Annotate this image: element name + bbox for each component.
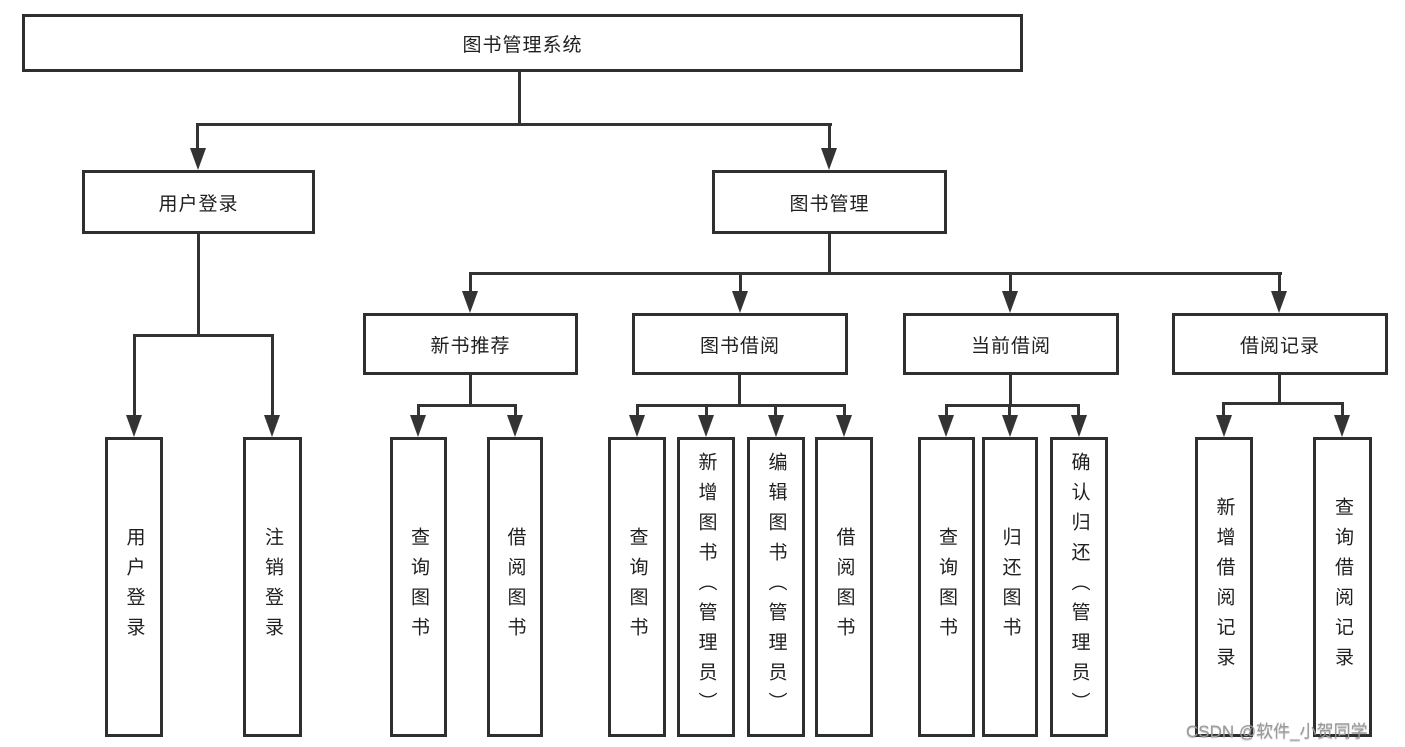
arrow-down-icon (1002, 415, 1018, 437)
connector-vline (636, 404, 639, 417)
leaf-confirm-return-admin: 确认归还（管理员） (1050, 437, 1108, 737)
leaf-add-borrow-record: 新增借阅记录 (1195, 437, 1253, 737)
connector-vline (271, 334, 274, 417)
connector-vline (1278, 272, 1281, 294)
csdn-watermark: CSDN @软件_小贺同学 (1186, 722, 1368, 741)
connector-vline (1009, 375, 1012, 406)
connector-hline (945, 404, 1080, 407)
leaf-label: 查询借阅记录 (1332, 497, 1353, 677)
node-library-system: 图书管理系统 (22, 14, 1023, 72)
node-label: 用户登录 (158, 193, 239, 215)
connector-hline (196, 123, 832, 126)
node-label: 图书借阅 (699, 335, 780, 357)
connector-vline (738, 375, 741, 406)
node-label: 图书管理 (789, 193, 870, 215)
node-new-book-recommend: 新书推荐 (363, 313, 578, 375)
leaf-label: 归还图书 (999, 527, 1021, 647)
connector-vline (1222, 402, 1225, 417)
connector-hline (417, 404, 517, 407)
connector-vline (1341, 402, 1344, 417)
connector-hline (469, 272, 1282, 275)
connector-vline (197, 234, 200, 337)
node-book-borrow: 图书借阅 (632, 313, 848, 375)
leaf-borrow-books-recommend: 借阅图书 (487, 437, 543, 737)
connector-vline (705, 404, 708, 417)
connector-hline (133, 334, 273, 337)
arrow-down-icon (126, 415, 142, 437)
leaf-logout: 注销登录 (243, 437, 302, 737)
node-label: 借阅记录 (1239, 335, 1320, 357)
connector-hline (636, 404, 845, 407)
arrow-down-icon (1002, 291, 1018, 313)
connector-vline (1278, 375, 1281, 404)
node-label: 新书推荐 (430, 335, 511, 357)
leaf-label: 借阅图书 (504, 527, 526, 647)
connector-vline (514, 404, 517, 417)
arrow-down-icon (264, 415, 280, 437)
leaf-borrow-books: 借阅图书 (815, 437, 873, 737)
connector-vline (469, 375, 472, 406)
connector-vline (196, 123, 199, 150)
leaf-label: 借阅图书 (833, 527, 855, 647)
leaf-query-borrow-record: 查询借阅记录 (1313, 437, 1372, 737)
leaf-label: 查询图书 (626, 527, 648, 647)
arrow-down-icon (938, 415, 954, 437)
leaf-label: 注销登录 (262, 527, 283, 647)
node-current-borrow: 当前借阅 (903, 313, 1119, 375)
leaf-query-books-borrow: 查询图书 (608, 437, 666, 737)
connector-vline (945, 404, 948, 417)
arrow-down-icon (462, 291, 478, 313)
leaf-user-login: 用户登录 (105, 437, 163, 737)
arrow-down-icon (190, 148, 206, 170)
connector-vline (1008, 404, 1011, 417)
leaf-label: 新增图书（管理员） (695, 452, 717, 722)
leaf-label: 确认归还（管理员） (1068, 452, 1090, 722)
node-borrow-records: 借阅记录 (1172, 313, 1388, 375)
arrow-down-icon (732, 291, 748, 313)
leaf-return-books: 归还图书 (982, 437, 1038, 737)
connector-vline (774, 404, 777, 417)
arrow-down-icon (768, 415, 784, 437)
arrow-down-icon (629, 415, 645, 437)
leaf-query-books-recommend: 查询图书 (390, 437, 447, 737)
leaf-label: 新增借阅记录 (1213, 497, 1235, 677)
connector-vline (828, 123, 831, 150)
leaf-label: 查询图书 (408, 527, 429, 647)
arrow-down-icon (821, 148, 837, 170)
arrow-down-icon (698, 415, 714, 437)
arrow-down-icon (836, 415, 852, 437)
connector-vline (739, 272, 742, 294)
connector-vline (843, 404, 846, 417)
connector-vline (133, 334, 136, 417)
arrow-down-icon (1216, 415, 1232, 437)
connector-vline (469, 272, 472, 294)
arrow-down-icon (410, 415, 426, 437)
node-label: 图书管理系统 (462, 34, 583, 56)
leaf-label: 编辑图书（管理员） (765, 452, 787, 722)
leaf-label: 用户登录 (123, 527, 145, 647)
connector-hline (1223, 402, 1344, 405)
arrow-down-icon (1271, 291, 1287, 313)
arrow-down-icon (1071, 415, 1087, 437)
connector-vline (828, 234, 831, 275)
arrow-down-icon (507, 415, 523, 437)
leaf-edit-book-admin: 编辑图书（管理员） (747, 437, 805, 737)
connector-vline (1077, 404, 1080, 417)
arrow-down-icon (1334, 415, 1350, 437)
connector-vline (518, 72, 521, 123)
connector-vline (417, 404, 420, 417)
leaf-label: 查询图书 (936, 527, 957, 647)
node-label: 当前借阅 (970, 335, 1051, 357)
leaf-query-books-current: 查询图书 (918, 437, 975, 737)
connector-vline (1009, 272, 1012, 294)
node-user-login: 用户登录 (82, 170, 315, 234)
leaf-add-book-admin: 新增图书（管理员） (677, 437, 735, 737)
node-book-management: 图书管理 (712, 170, 947, 234)
